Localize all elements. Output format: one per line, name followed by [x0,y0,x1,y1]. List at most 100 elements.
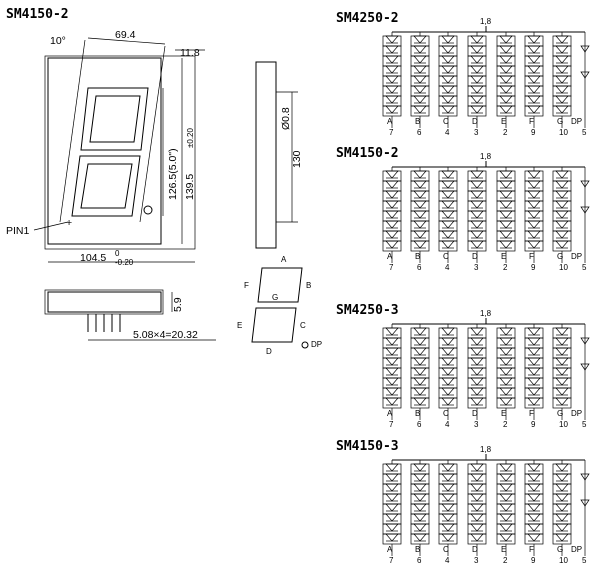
led-diode [385,463,399,472]
led-box [410,170,430,182]
led-diode [441,200,455,209]
led-box [496,220,516,232]
segment-letter: G [557,252,563,261]
led-diode [555,75,569,84]
led-box [552,377,572,389]
led-box [467,65,487,77]
led-box [496,240,516,252]
led-box [438,347,458,359]
segment-letter: G [557,545,563,554]
led-diode [385,397,399,406]
led-box [438,170,458,182]
pitch-label: 5.08×4=20.32 [133,329,198,341]
dp-label: DP [311,340,322,349]
common-pin-label: 1,8 [480,309,492,318]
pin-number: 6 [417,420,422,429]
led-diode [499,533,513,542]
led-box [496,190,516,202]
led-diode [527,105,541,114]
led-diode [413,200,427,209]
led-box [496,210,516,222]
led-diode [470,240,484,249]
led-diode [499,55,513,64]
led-diode [385,45,399,54]
width-tol-bottom: -0.20 [115,258,134,267]
led-diode [441,367,455,376]
led-diode [499,357,513,366]
led-box [552,55,572,67]
led-diode [555,55,569,64]
led-box [382,327,402,339]
led-box [496,533,516,545]
led-diode [527,75,541,84]
led-box [382,347,402,359]
led-diode [385,503,399,512]
pin-number: 7 [389,128,394,137]
led-diode [527,45,541,54]
led-box [438,387,458,399]
led-diode [527,55,541,64]
led-diode [470,65,484,74]
led-box [410,367,430,379]
led-box [467,105,487,117]
led-diode [499,387,513,396]
led-diode [470,105,484,114]
led-box [496,75,516,87]
led-box [438,357,458,369]
led-diode [499,513,513,522]
led-diode [470,473,484,482]
dp-diode [580,206,590,214]
led-diode [555,503,569,512]
led-diode [527,230,541,239]
led-diode [527,170,541,179]
led-diode [499,473,513,482]
led-diode [441,230,455,239]
led-diode [527,357,541,366]
led-box [552,503,572,515]
led-box [524,493,544,505]
led-box [552,347,572,359]
led-diode [499,95,513,104]
led-diode [441,75,455,84]
led-box [410,347,430,359]
led-box [467,473,487,485]
led-box [382,180,402,192]
led-diode [499,463,513,472]
led-box [496,35,516,47]
led-box [382,377,402,389]
pin-number: 4 [445,263,450,272]
led-box [410,220,430,232]
height-tolerance: ±0.20 [186,127,195,148]
segment-letter: C [443,252,449,261]
led-box [524,95,544,107]
led-diode [499,85,513,94]
led-box [496,473,516,485]
segment-d-label: D [266,347,272,356]
led-diode [470,523,484,532]
led-box [382,483,402,495]
led-diode [470,180,484,189]
led-diode [413,493,427,502]
led-diode [555,483,569,492]
segment-e-label: E [237,321,242,330]
led-box [438,397,458,409]
led-box [438,45,458,57]
led-diode [470,200,484,209]
led-box [410,473,430,485]
led-box [410,230,430,242]
depth-label: 130 [291,150,303,168]
led-diode [441,240,455,249]
led-diode [413,357,427,366]
led-box [524,533,544,545]
dp-diode [580,337,590,345]
led-box [552,105,572,117]
pin-number: 10 [559,263,568,272]
led-diode [441,95,455,104]
led-box [467,220,487,232]
pin-number: 3 [474,263,479,272]
led-box [524,180,544,192]
led-box [496,200,516,212]
led-box [496,367,516,379]
led-diode [441,190,455,199]
led-diode [555,327,569,336]
